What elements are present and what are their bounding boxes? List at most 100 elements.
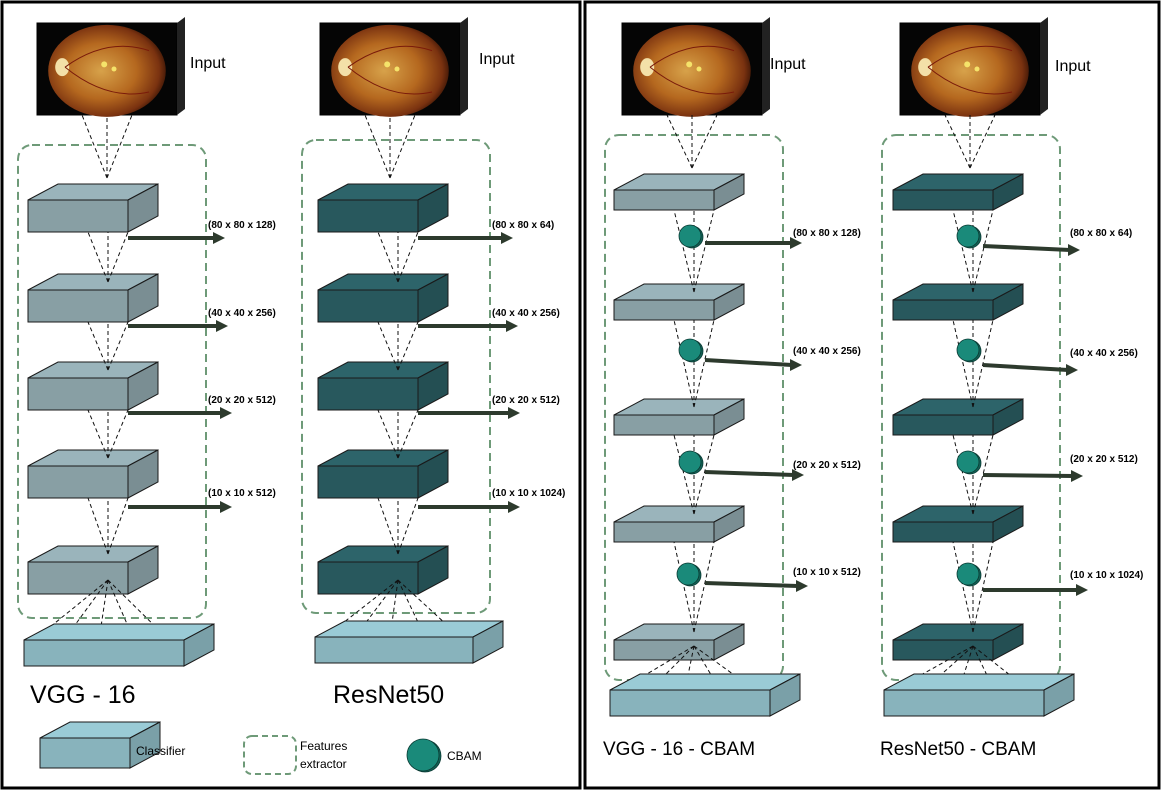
slab-front xyxy=(892,414,994,436)
legend-features-label: Features xyxy=(300,739,347,753)
slab-front xyxy=(892,639,994,661)
cbam-module xyxy=(678,338,704,363)
optic-disc xyxy=(918,58,933,77)
feature-dimension-label: (20 x 20 x 512) xyxy=(1070,454,1138,465)
feature-block xyxy=(892,623,1024,661)
dashed-connector xyxy=(364,114,391,179)
block-connectors xyxy=(673,209,715,293)
panel-1: Input (80 x 80 x 128) (40 x 40 x 256) (20 x… xyxy=(603,17,1143,760)
feature-block xyxy=(892,173,1024,211)
block-connectors xyxy=(952,434,994,515)
feature-output-arrow xyxy=(983,584,1088,596)
slab-top xyxy=(883,673,1075,691)
feature-block xyxy=(27,273,159,323)
column-1-0: Input (80 x 80 x 128) (40 x 40 x 256) (20 x… xyxy=(603,17,861,760)
feature-dimension-label: (80 x 80 x 128) xyxy=(793,228,861,239)
feature-block xyxy=(613,173,745,211)
dashed-connector xyxy=(377,497,399,555)
column-0-1: Input(80 x 80 x 64)(40 x 40 x 256)(20 x … xyxy=(301,17,565,709)
feature-dimension-label: (80 x 80 x 64) xyxy=(492,220,554,231)
arrow-shaft xyxy=(982,244,1071,252)
feature-dimension-label: (40 x 40 x 256) xyxy=(492,308,560,319)
dashed-connector xyxy=(693,209,715,293)
arrow-head xyxy=(220,501,232,513)
vessel xyxy=(649,45,735,68)
arrow-head xyxy=(506,320,518,332)
block-connectors xyxy=(673,319,715,408)
dashed-connector xyxy=(693,541,715,633)
input-connectors xyxy=(666,114,718,169)
dashed-connector xyxy=(673,434,695,515)
dashed-connector xyxy=(952,541,974,633)
input-label: Input xyxy=(479,51,515,68)
legend-features-swatch xyxy=(243,735,297,775)
feature-output-arrow xyxy=(704,469,804,481)
slab-front xyxy=(27,465,129,499)
feature-block xyxy=(317,449,449,499)
block-connectors xyxy=(673,434,715,515)
slab-front xyxy=(314,636,474,664)
legend-features-label: extractor xyxy=(300,757,347,771)
feature-output-arrow xyxy=(418,501,520,513)
slab-front xyxy=(892,521,994,543)
slab-front xyxy=(23,639,185,667)
feature-output-arrow xyxy=(418,407,520,419)
block-connectors xyxy=(952,541,994,633)
arrow-head xyxy=(1066,364,1078,376)
arrow-head xyxy=(1071,470,1083,482)
arrow-head xyxy=(508,501,520,513)
model-title: VGG - 16 xyxy=(30,681,136,709)
feature-dimension-label: (40 x 40 x 256) xyxy=(793,346,861,357)
dashed-connector xyxy=(666,114,693,169)
classifier-block xyxy=(23,623,215,667)
slab-top xyxy=(23,623,215,641)
exudate-spot xyxy=(101,61,108,68)
cbam-module xyxy=(676,562,702,587)
slab-front xyxy=(317,199,419,233)
input-image-side xyxy=(177,17,185,115)
slab-front xyxy=(39,737,131,769)
features-extractor-box xyxy=(301,139,491,614)
arrow-head xyxy=(508,407,520,419)
dashed-connector xyxy=(63,579,109,641)
slab-front xyxy=(613,639,715,661)
vessel xyxy=(347,66,433,95)
dashed-connector xyxy=(397,497,419,555)
feature-dimension-label: (10 x 10 x 1024) xyxy=(1070,570,1143,581)
feature-output-arrow xyxy=(128,407,232,419)
dashed-connector xyxy=(81,114,108,179)
block-connectors xyxy=(673,541,715,633)
input-connectors xyxy=(944,114,996,169)
dashed-connector xyxy=(397,231,419,283)
dashed-connector xyxy=(972,209,994,293)
dashed-connector xyxy=(87,409,109,459)
feature-dimension-label: (20 x 20 x 512) xyxy=(793,460,861,471)
exudate-spot xyxy=(974,66,980,72)
feature-block xyxy=(27,361,159,411)
dashed-connector xyxy=(952,319,974,408)
dashed-connector xyxy=(389,114,416,179)
cbam-module xyxy=(956,224,982,249)
feature-output-arrow xyxy=(704,358,802,371)
slab-top xyxy=(314,620,504,638)
dashed-connector xyxy=(952,209,974,293)
classifier-block xyxy=(609,673,801,717)
input-image xyxy=(319,17,468,117)
slab-front xyxy=(27,289,129,323)
dashed-connector xyxy=(673,319,695,408)
dashed-connector xyxy=(389,579,399,638)
slab-front xyxy=(317,465,419,499)
exudate-spot xyxy=(964,61,971,68)
cbam-module xyxy=(956,562,982,587)
panel-0: Input(80 x 80 x 128)(40 x 40 x 256)(20 x… xyxy=(17,17,565,775)
input-label: Input xyxy=(770,56,806,73)
feature-block xyxy=(613,283,745,321)
feature-output-arrow xyxy=(418,320,518,332)
slab-front xyxy=(317,289,419,323)
cbam-disc-front xyxy=(676,562,700,586)
arrow-shaft xyxy=(982,473,1074,478)
feature-block xyxy=(317,183,449,233)
cbam-disc-front xyxy=(956,562,980,586)
dashed-connector xyxy=(397,321,419,371)
